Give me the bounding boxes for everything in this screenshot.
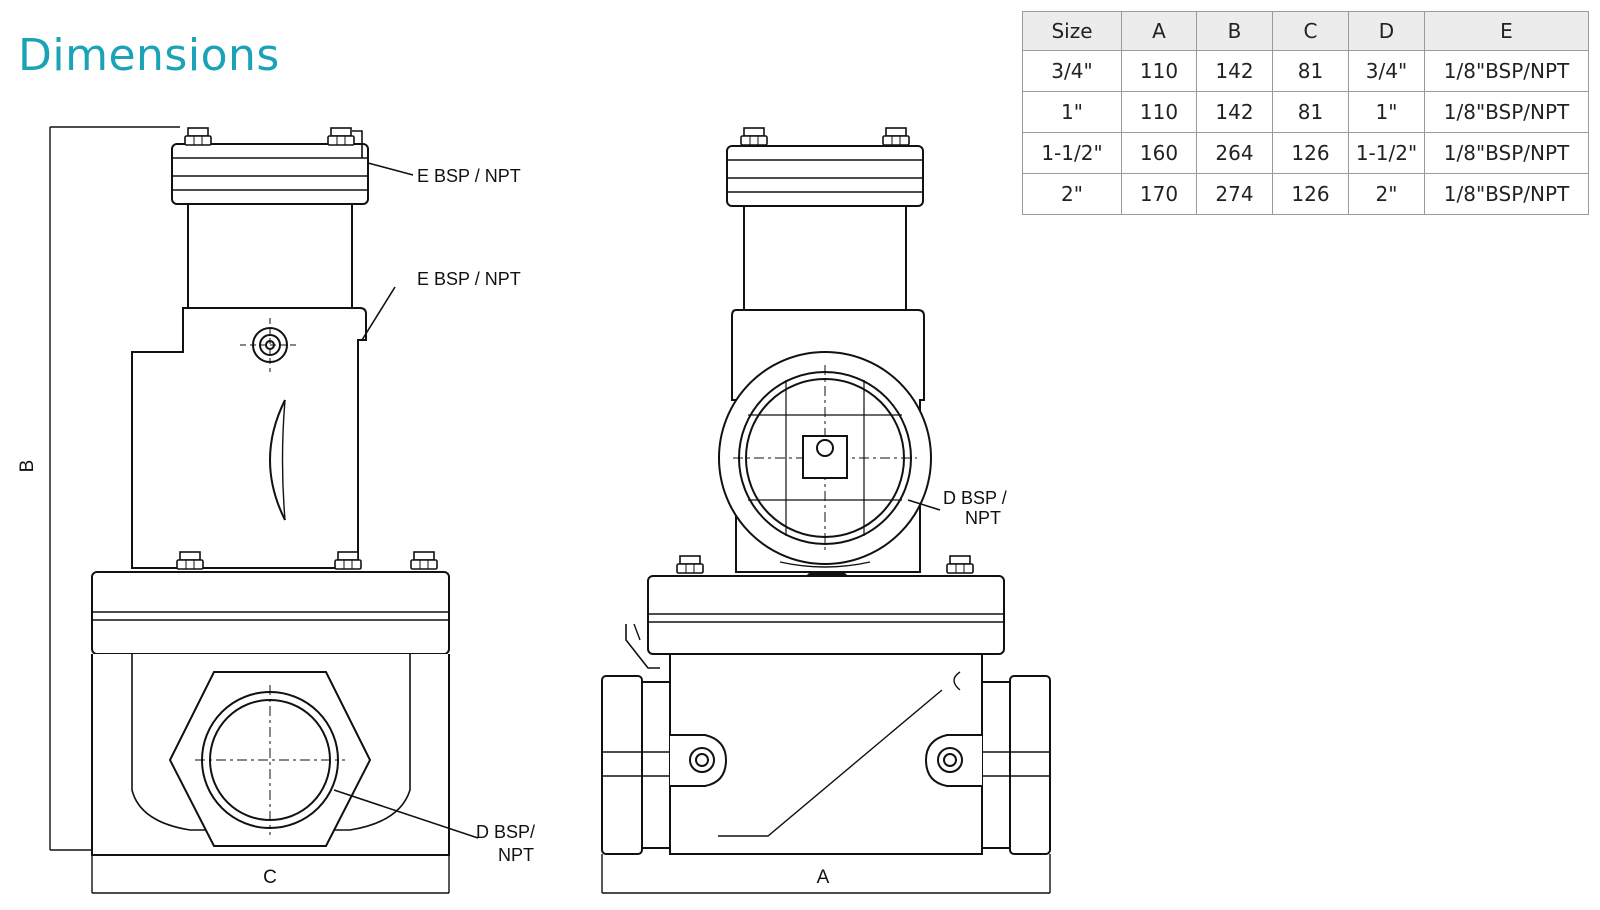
table-cell: 1/8"BSP/NPT xyxy=(1424,173,1589,215)
label-e-side: E BSP / NPT xyxy=(417,269,521,289)
table-cell: 2" xyxy=(1348,173,1425,215)
col-header-b: B xyxy=(1196,11,1273,51)
label-d-right-line2: NPT xyxy=(965,508,1001,528)
dimension-c xyxy=(91,855,450,894)
col-header-a: A xyxy=(1121,11,1197,51)
label-e-top: E BSP / NPT xyxy=(417,166,521,186)
table-cell: 110 xyxy=(1121,91,1197,133)
table-row: 3/4" 110 142 81 3/4" 1/8"BSP/NPT xyxy=(1022,50,1589,92)
label-d-left-line1: D BSP/ xyxy=(476,822,535,842)
table-cell: 3/4" xyxy=(1348,50,1425,92)
table-cell: 1/8"BSP/NPT xyxy=(1424,91,1589,133)
table-cell: 81 xyxy=(1272,50,1349,92)
table-cell: 1/8"BSP/NPT xyxy=(1424,132,1589,174)
table-cell: 126 xyxy=(1272,132,1349,174)
table-row: 1-1/2" 160 264 126 1-1/2" 1/8"BSP/NPT xyxy=(1022,132,1589,174)
table-cell: 274 xyxy=(1196,173,1273,215)
table-cell: 160 xyxy=(1121,132,1197,174)
table-cell: 170 xyxy=(1121,173,1197,215)
table-cell: 126 xyxy=(1272,173,1349,215)
dimensions-table: Size A B C D E 3/4" 110 142 81 3/4" 1/8"… xyxy=(1022,11,1589,215)
table-cell: 2" xyxy=(1022,173,1122,215)
table-header-row: Size A B C D E xyxy=(1022,11,1589,51)
col-header-e: E xyxy=(1424,11,1589,51)
col-header-size: Size xyxy=(1022,11,1122,51)
table-cell: 142 xyxy=(1196,50,1273,92)
dimension-c-label: C xyxy=(263,867,277,888)
table-cell: 110 xyxy=(1121,50,1197,92)
label-d-right-line1: D BSP / xyxy=(943,488,1007,508)
table-cell: 142 xyxy=(1196,91,1273,133)
col-header-c: C xyxy=(1272,11,1349,51)
table-cell: 1-1/2" xyxy=(1022,132,1122,174)
table-row: 2" 170 274 126 2" 1/8"BSP/NPT xyxy=(1022,173,1589,215)
table-row: 1" 110 142 81 1" 1/8"BSP/NPT xyxy=(1022,91,1589,133)
dimension-b xyxy=(49,126,180,851)
table-cell: 1-1/2" xyxy=(1348,132,1425,174)
label-d-left-line2: NPT xyxy=(498,845,534,865)
page-title: Dimensions xyxy=(18,30,280,81)
side-view xyxy=(601,127,1051,855)
front-view xyxy=(91,127,479,856)
table-cell: 3/4" xyxy=(1022,50,1122,92)
dimension-a-label: A xyxy=(817,867,830,888)
col-header-d: D xyxy=(1348,11,1425,51)
table-cell: 264 xyxy=(1196,132,1273,174)
dimension-a xyxy=(601,854,1051,894)
table-cell: 1/8"BSP/NPT xyxy=(1424,50,1589,92)
dimension-b-label: B xyxy=(17,460,38,473)
table-cell: 1" xyxy=(1348,91,1425,133)
